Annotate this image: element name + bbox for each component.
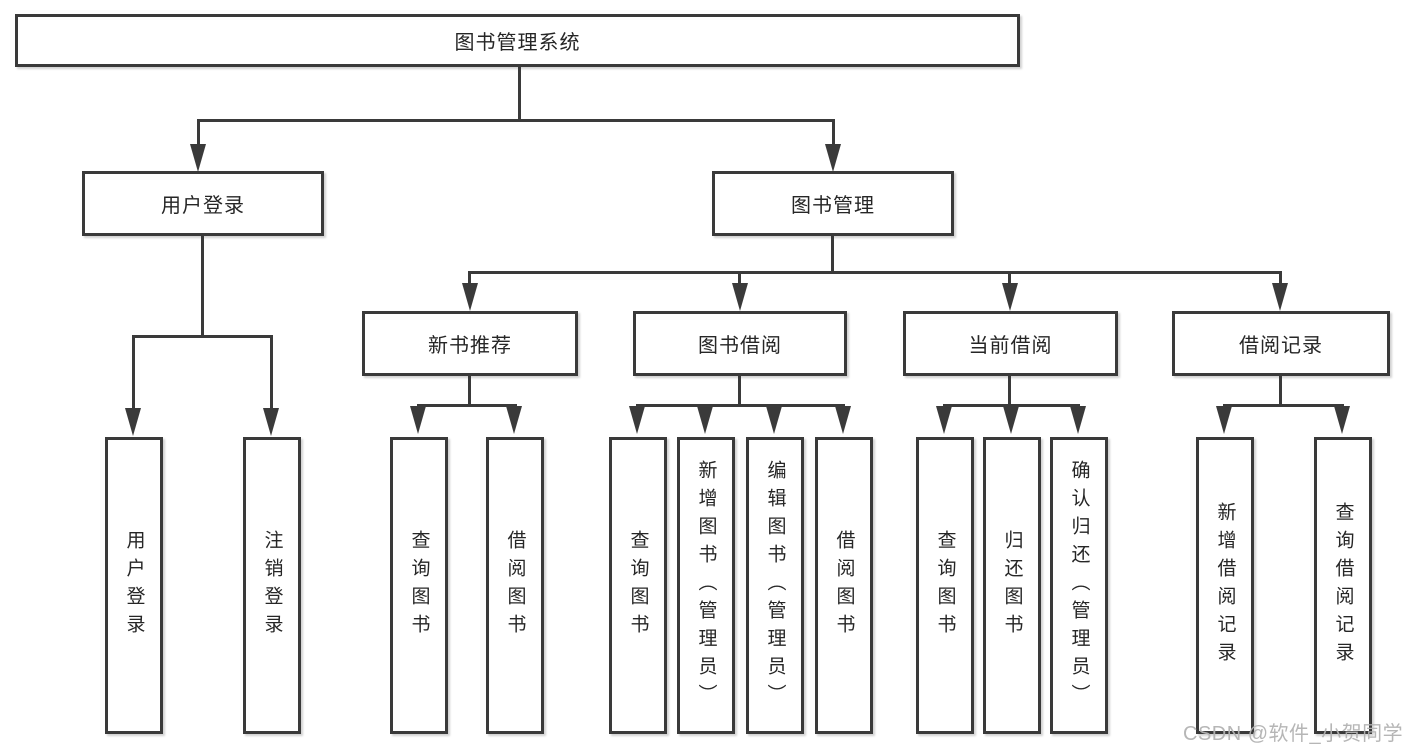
arrowhead-down-icon — [766, 406, 782, 434]
connector-line — [197, 119, 200, 149]
arrowhead-down-icon — [732, 283, 748, 311]
arrowhead-down-icon — [125, 408, 141, 436]
connector-level1-bar — [197, 119, 835, 122]
leaf-query-books-current: 查询图书 — [916, 437, 974, 734]
leaf-edit-book-admin: 编辑图书（管理员） — [746, 437, 804, 734]
connector-bar — [943, 404, 1080, 407]
connector-line — [1279, 271, 1282, 287]
arrowhead-down-icon — [1002, 283, 1018, 311]
csdn-watermark: CSDN @软件_小贺同学 — [1183, 723, 1404, 745]
connector-line — [270, 335, 273, 413]
connector-root-stem — [518, 66, 521, 122]
arrowhead-down-icon — [835, 406, 851, 434]
leaf-query-books-recommend: 查询图书 — [390, 437, 448, 734]
arrowhead-down-icon — [190, 144, 206, 172]
connector-stem — [468, 376, 471, 406]
arrowhead-down-icon — [629, 406, 645, 434]
arrowhead-down-icon — [1070, 406, 1086, 434]
node-book-borrowing: 图书借阅 — [633, 311, 847, 376]
arrowhead-down-icon — [1272, 283, 1288, 311]
arrowhead-down-icon — [410, 406, 426, 434]
connector-stem — [1279, 376, 1282, 406]
arrowhead-down-icon — [506, 406, 522, 434]
connector-user-bar — [132, 335, 273, 338]
connector-stem — [1008, 376, 1011, 406]
leaf-user-login: 用户登录 — [105, 437, 163, 734]
leaf-query-borrow-record: 查询借阅记录 — [1314, 437, 1372, 734]
leaf-return-book: 归还图书 — [983, 437, 1041, 734]
leaf-add-borrow-record: 新增借阅记录 — [1196, 437, 1254, 734]
arrowhead-down-icon — [936, 406, 952, 434]
connector-line — [468, 271, 471, 287]
node-root-library-system: 图书管理系统 — [15, 14, 1020, 67]
connector-bar — [417, 404, 517, 407]
arrowhead-down-icon — [263, 408, 279, 436]
leaf-borrow-books-borrowing: 借阅图书 — [815, 437, 873, 734]
connector-mgmt-stem — [831, 236, 834, 274]
arrowhead-down-icon — [1334, 406, 1350, 434]
arrowhead-down-icon — [1003, 406, 1019, 434]
leaf-confirm-return-admin: 确认归还（管理员） — [1050, 437, 1108, 734]
leaf-logout: 注销登录 — [243, 437, 301, 734]
node-book-management: 图书管理 — [712, 171, 954, 236]
connector-bar — [1223, 404, 1344, 407]
connector-stem — [738, 376, 741, 406]
connector-line — [738, 271, 741, 287]
connector-line — [1008, 271, 1011, 287]
leaf-query-books-borrowing: 查询图书 — [609, 437, 667, 734]
node-current-borrowing: 当前借阅 — [903, 311, 1118, 376]
arrowhead-down-icon — [1216, 406, 1232, 434]
leaf-add-book-admin: 新增图书（管理员） — [677, 437, 735, 734]
connector-line — [832, 119, 835, 149]
arrowhead-down-icon — [462, 283, 478, 311]
connector-line — [132, 335, 135, 413]
connector-level2-bar — [468, 271, 1282, 274]
connector-user-stem — [201, 236, 204, 337]
node-new-book-recommend: 新书推荐 — [362, 311, 578, 376]
connector-bar — [636, 404, 845, 407]
arrowhead-down-icon — [697, 406, 713, 434]
node-user-login: 用户登录 — [82, 171, 324, 236]
node-borrowing-records: 借阅记录 — [1172, 311, 1390, 376]
leaf-borrow-books-recommend: 借阅图书 — [486, 437, 544, 734]
arrowhead-down-icon — [825, 144, 841, 172]
